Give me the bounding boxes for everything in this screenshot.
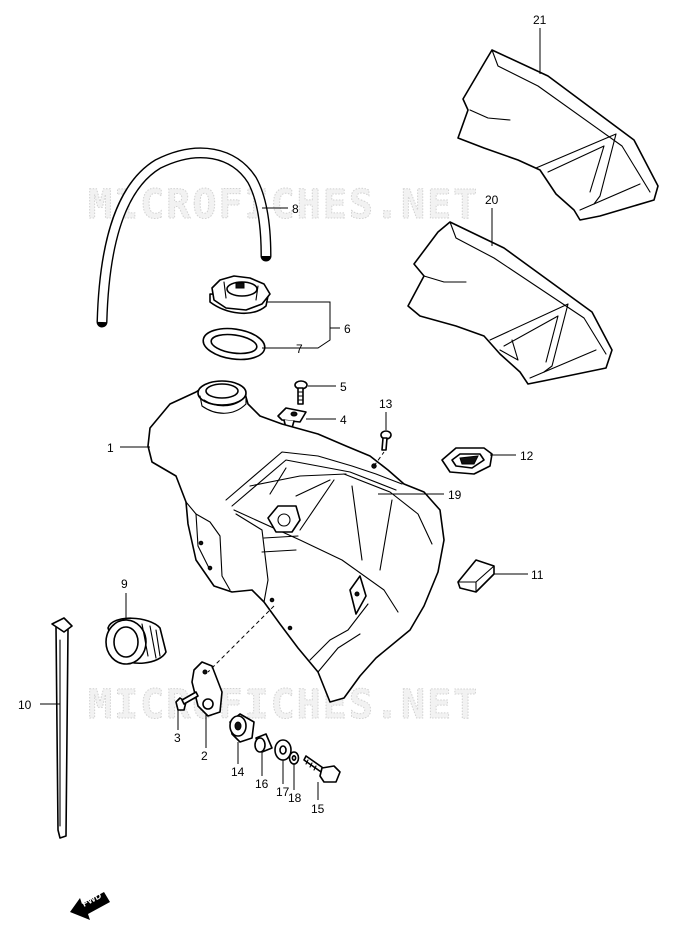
callout-8: 8 [292,202,299,216]
part-15-bolt[interactable] [303,755,341,783]
callout-13: 13 [379,397,393,411]
part-1-fuel-tank[interactable] [147,380,445,703]
part-14-damper[interactable] [229,713,255,743]
part-13-screw[interactable] [380,430,392,451]
fwd-arrow-icon: FWD [70,890,110,920]
callout-10: 10 [18,698,32,712]
part-9-grommet[interactable] [105,617,167,665]
part-12-clip[interactable] [441,447,493,475]
callout-15: 15 [311,802,325,816]
part-7-gasket[interactable] [201,325,267,363]
callout-21: 21 [533,13,547,27]
part-11-cushion[interactable] [457,559,495,593]
part-6-fuel-cap[interactable] [209,275,271,315]
callout-7: 7 [296,342,303,356]
callout-4: 4 [340,413,347,427]
part-16-collar[interactable] [254,733,273,753]
callout-1: 1 [107,441,114,455]
callout-6: 6 [344,322,351,336]
watermark-bottom: MICROFICHES.NET [88,682,479,728]
callout-16: 16 [255,777,269,791]
callout-19: 19 [448,488,462,502]
part-17-washer[interactable] [274,739,292,761]
part-18-washer[interactable] [288,751,300,765]
part-3-bolt[interactable] [175,691,199,711]
callout-3: 3 [174,731,181,745]
callout-14: 14 [231,765,245,779]
part-2-bracket[interactable] [191,661,223,717]
part-8-hose[interactable] [96,147,272,328]
callout-12: 12 [520,449,534,463]
part-20-shroud[interactable] [407,221,613,385]
part-5-bolt[interactable] [294,380,308,405]
callout-2: 2 [201,749,208,763]
callout-5: 5 [340,380,347,394]
callout-18: 18 [288,791,302,805]
callout-20: 20 [485,193,499,207]
callout-9: 9 [121,577,128,591]
watermark-top: MICROFICHES.NET [88,182,479,228]
part-21-shroud[interactable] [457,49,659,221]
callout-17: 17 [276,785,290,799]
part-10-cable-tie[interactable] [51,617,73,839]
callout-11: 11 [531,568,544,582]
